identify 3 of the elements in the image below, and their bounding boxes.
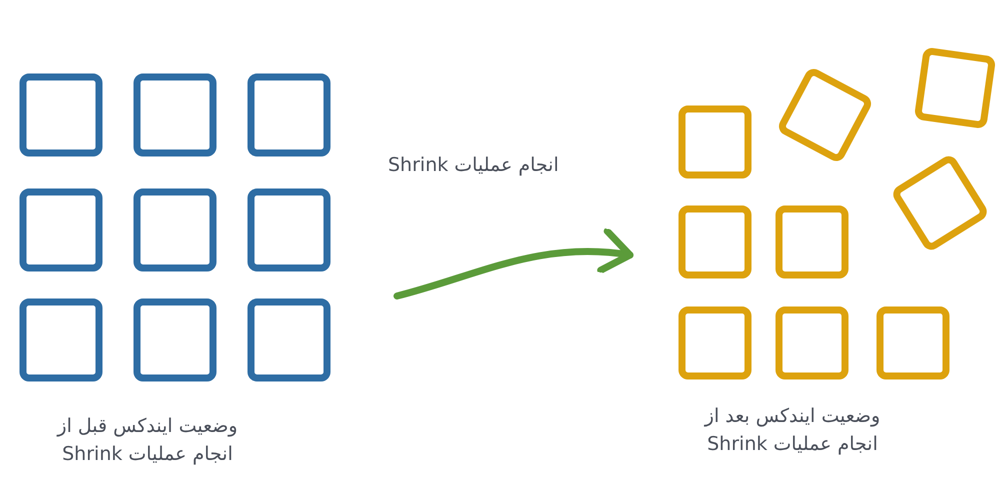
node-label: وضعیت ایندکس قبل از انجام عملیات Shrink [56,414,239,467]
arrow [394,228,634,300]
node-label: وضعیت ایندکس بعد از انجام عملیات Shrink [703,404,882,457]
